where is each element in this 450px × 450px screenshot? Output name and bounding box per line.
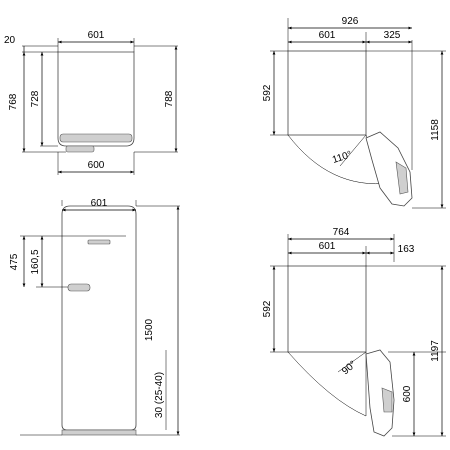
dim-top110-1158: 1158 (430, 119, 441, 141)
front-logo-badge (87, 239, 111, 245)
dim-side-width-601: 601 (88, 30, 105, 41)
fridge-top-body-110 (287, 50, 367, 136)
dim-top90-163: 163 (398, 244, 415, 255)
top-view-110: 926 601 325 592 1158 110° (262, 16, 446, 209)
dim-front-width-601: 601 (91, 198, 108, 209)
door-swing-arc-110 (287, 134, 391, 184)
door-handle-90 (381, 387, 393, 413)
dim-side-height-768: 768 (8, 93, 19, 110)
dim-top90-764: 764 (333, 227, 350, 238)
fridge-side-foot (65, 145, 95, 153)
front-base (61, 429, 137, 436)
dim-side-depth-600: 600 (88, 160, 105, 171)
dim-top90-601: 601 (319, 241, 336, 252)
dim-top110-592: 592 (262, 84, 273, 101)
fridge-front-body (61, 205, 137, 431)
dim-top90-592: 592 (262, 300, 273, 317)
dim-front-30-foot: 30 (25-40) (154, 372, 165, 418)
dim-side-height-728: 728 (30, 90, 41, 107)
top-view-90: 764 601 163 592 1197 600 90° (262, 227, 446, 437)
front-door-handle (67, 283, 91, 292)
dim-front-160-5: 160,5 (30, 249, 41, 274)
dim-top110-601: 601 (319, 30, 336, 41)
dim-front-1500: 1500 (144, 318, 155, 341)
dim-side-height-788: 788 (164, 90, 175, 107)
fridge-top-body-90 (287, 265, 367, 353)
fridge-side-body (57, 51, 135, 147)
dim-top110-325: 325 (384, 30, 401, 41)
angle-90: 90° (340, 359, 359, 377)
door-swing-arc-90 (287, 351, 367, 417)
open-door-90 (365, 349, 395, 437)
dim-top110-926: 926 (342, 16, 359, 27)
dim-top90-600: 600 (402, 385, 413, 402)
dim-front-475: 475 (9, 253, 20, 270)
dim-side-top-20: 20 (4, 35, 16, 46)
front-view: 601 475 160,5 1500 30 (25-40) (9, 198, 180, 436)
dim-top90-1197: 1197 (430, 340, 441, 362)
door-handle-110 (395, 161, 409, 195)
fridge-side-base-strip (59, 133, 133, 143)
side-view: 601 600 20 768 728 788 (4, 30, 178, 175)
